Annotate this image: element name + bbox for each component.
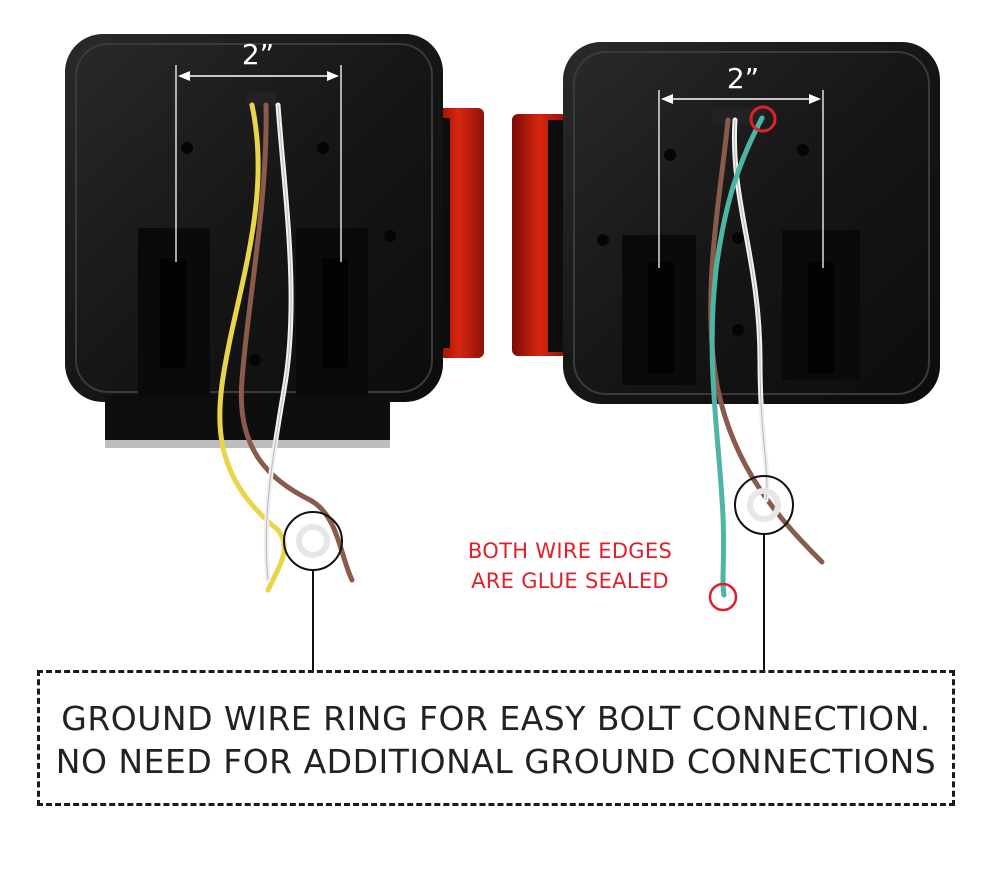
glue-sealed-note: BOTH WIRE EDGES ARE GLUE SEALED	[430, 536, 710, 596]
right-brown-wire	[708, 117, 825, 565]
ground-wire-callout-box: GROUND WIRE RING FOR EASY BOLT CONNECTIO…	[37, 670, 955, 806]
left-dimension-label: 2”	[242, 38, 274, 71]
top-seal-marker	[749, 105, 777, 133]
note-line-2: ARE GLUE SEALED	[471, 569, 669, 593]
note-line-1: BOTH WIRE EDGES	[467, 539, 673, 563]
right-housing	[563, 42, 940, 404]
callout-text: GROUND WIRE RING FOR EASY BOLT CONNECTIO…	[40, 697, 952, 783]
right-tail-light: 2”	[512, 42, 940, 670]
right-dimension-label: 2”	[727, 62, 759, 95]
left-ground-ring	[296, 524, 330, 558]
left-tail-light: 2”	[65, 34, 484, 670]
left-brown-wire	[238, 102, 355, 583]
callout-line-1: GROUND WIRE RING FOR EASY BOLT CONNECTIO…	[61, 699, 931, 738]
bottom-seal-marker	[708, 582, 738, 612]
right-green-wire	[709, 115, 765, 598]
callout-line-2: NO NEED FOR ADDITIONAL GROUND CONNECTION…	[55, 742, 937, 781]
right-ground-ring	[747, 488, 781, 522]
